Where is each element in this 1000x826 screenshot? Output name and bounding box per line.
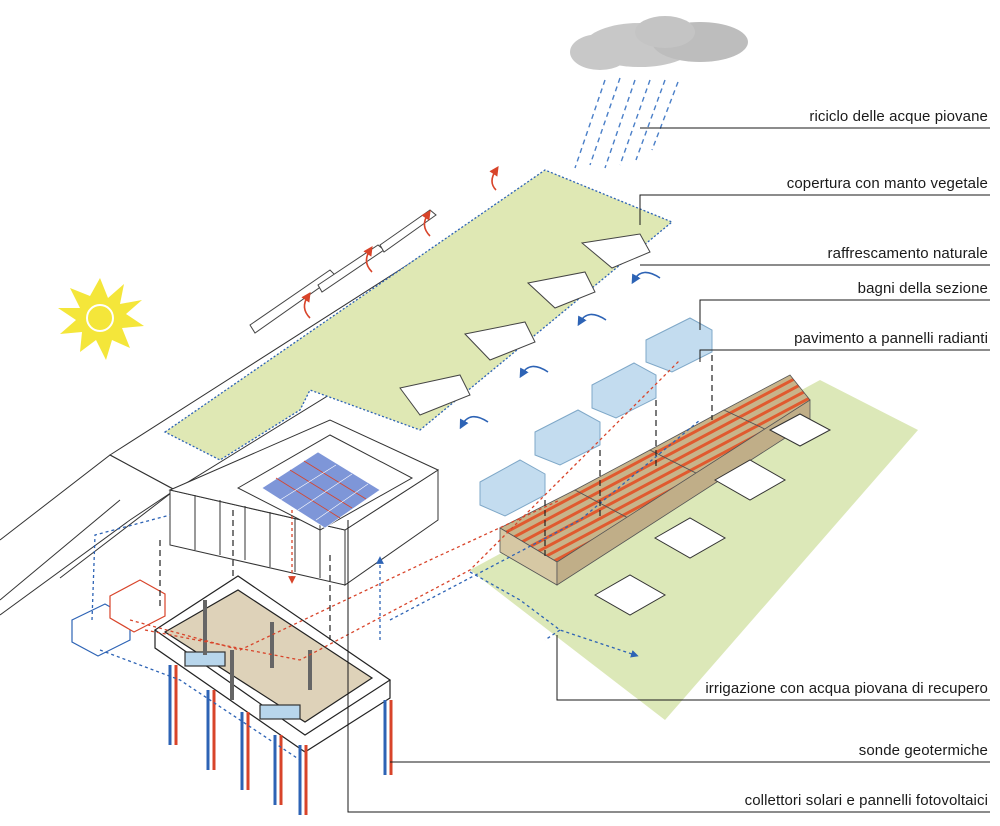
label-green-roof: copertura con manto vegetale — [786, 175, 988, 192]
label-irrigation: irrigazione con acqua piovana di recuper… — [705, 680, 988, 697]
green-roof — [163, 169, 674, 461]
label-radiant-floor: pavimento a pannelli radianti — [794, 330, 988, 347]
distribution-lines — [91, 359, 701, 761]
label-section-bathrooms: bagni della sezione — [857, 280, 988, 297]
structural-verticals — [159, 355, 713, 640]
label-natural-cooling: raffrescamento naturale — [827, 245, 988, 262]
bathroom-boxes — [479, 317, 713, 517]
label-geothermal-probes: sonde geotermiche — [858, 742, 988, 759]
heat-exhaust-arrows — [301, 166, 499, 319]
label-rainwater-recycling: riciclo delle acque piovane — [809, 108, 988, 125]
cloud-icon — [570, 16, 748, 70]
solar-panel-array — [261, 451, 381, 529]
heat-pump-units — [71, 579, 166, 657]
rain-icon — [574, 77, 679, 169]
sun-icon — [58, 278, 144, 360]
basement-plant-room — [153, 575, 392, 753]
label-solar-panels: collettori solari e pannelli fotovoltaic… — [744, 792, 988, 809]
light-wells — [593, 413, 832, 616]
leader-lines — [347, 127, 990, 813]
cooling-air-arrows — [459, 271, 661, 430]
